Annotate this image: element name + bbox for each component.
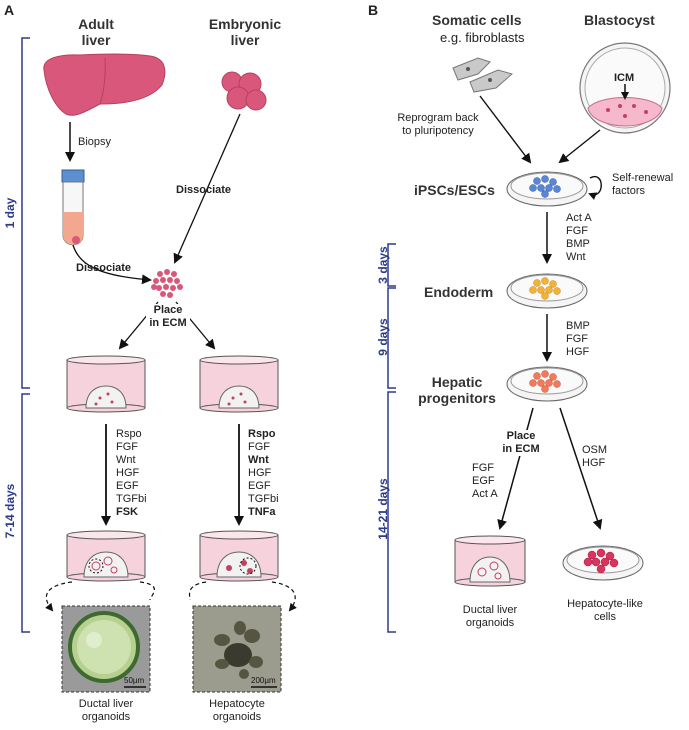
- panel-label-a: A: [4, 2, 15, 18]
- hepatic-to-ductal-arrow: [497, 407, 534, 530]
- ipsc-label: iPSCs/ESCs: [414, 182, 495, 198]
- timeline-label-14-21days: 14-21 days: [376, 478, 390, 540]
- dissociate-adult-label: Dissociate: [76, 262, 132, 274]
- panel-label-b: B: [368, 2, 379, 18]
- hepatocyte-like-dish: [562, 545, 644, 581]
- factor-item: TGFbi: [248, 493, 279, 505]
- factor-item: FGF: [116, 441, 138, 453]
- ductal-organoids-label-a: Ductal liver organoids: [78, 698, 134, 723]
- ipsc-dish: [506, 171, 588, 207]
- reprogram-arrow: [479, 95, 532, 164]
- dissociate-embryo-label: Dissociate: [176, 184, 232, 196]
- timeline-bracket-14-21days: [387, 391, 396, 633]
- endoderm-label: Endoderm: [424, 284, 494, 300]
- dissociate-adult-arrow: [72, 244, 152, 285]
- factor-item: FSK: [116, 506, 138, 518]
- hepatocyte-like-cells-label: Hepatocyte-like cells: [567, 598, 643, 623]
- hepatic-to-hepatocyte-arrow: [559, 407, 603, 530]
- self-renewal-label: Self-renewal factors: [612, 172, 674, 197]
- factors-hepatocyte-b: OSM HGF: [582, 444, 608, 469]
- zoom-left-arrow-b: [139, 581, 155, 601]
- hepatic-progenitors-label: Hepatic progenitors: [418, 374, 496, 406]
- timeline-label-1day: 1 day: [3, 197, 17, 229]
- blastocyst-title: Blastocyst: [584, 12, 655, 28]
- ductal-organoid-micrograph: [61, 605, 151, 693]
- organoid-well-left: [66, 530, 146, 582]
- factor-item: HGF: [116, 467, 140, 479]
- factor-item: Rspo: [116, 428, 142, 440]
- sample-tube-icon: [61, 169, 85, 246]
- factor-item: Rspo: [248, 428, 276, 440]
- embryonic-liver-icon: [221, 71, 267, 111]
- timeline-bracket-7-14days: [21, 393, 30, 633]
- factor-item: HGF: [248, 467, 272, 479]
- adult-liver-title: Adult liver: [78, 16, 114, 48]
- timeline-label-3days: 3 days: [376, 246, 390, 284]
- place-ecm-label-b: Place in ECM: [496, 430, 546, 456]
- fibroblast-cells-icon: [452, 57, 514, 93]
- timeline-bracket-9days: [387, 287, 396, 389]
- embryonic-liver-title: Embryonic liver: [208, 16, 282, 48]
- timeline-bracket-1day: [21, 37, 30, 389]
- zoom-left-arrow: [45, 581, 73, 612]
- icm-label: ICM: [614, 72, 635, 84]
- ductal-organoids-label-b: Ductal liver organoids: [462, 604, 518, 629]
- factors-endoderm-hepatic: BMP FGF HGF: [566, 320, 590, 358]
- blastocyst-arrow: [558, 129, 601, 164]
- dissociate-embryo-arrow: [173, 113, 241, 264]
- hepatic-progenitor-dish: [506, 366, 588, 402]
- timeline-bracket-3days: [387, 243, 396, 287]
- factor-item: FGF: [248, 441, 270, 453]
- place-ecm-label-a: Place in ECM: [146, 304, 190, 330]
- factor-item: Wnt: [116, 454, 136, 466]
- biopsy-label: Biopsy: [78, 136, 112, 148]
- factor-item: Wnt: [248, 454, 269, 466]
- somatic-cells-title: Somatic cells: [432, 12, 522, 28]
- scale-label-left: 50µm: [124, 676, 145, 685]
- factor-item: EGF: [116, 480, 139, 492]
- timeline-label-7-14days: 7-14 days: [3, 483, 17, 539]
- factor-item: TGFbi: [116, 493, 147, 505]
- factors-ductal-b: FGF EGF Act A: [472, 462, 498, 500]
- organoid-well-right: [199, 530, 279, 582]
- factors-ipsc-endoderm: Act A FGF BMP Wnt: [566, 212, 592, 263]
- hepatocyte-organoids-label: Hepatocyte organoids: [209, 698, 265, 723]
- factor-item: EGF: [248, 480, 271, 492]
- endoderm-dish: [506, 273, 588, 309]
- culture-well-left: [66, 355, 146, 413]
- timeline-label-9days: 9 days: [376, 318, 390, 356]
- self-renewal-loop-arrow: [588, 175, 602, 200]
- dissociated-cells-icon: [151, 269, 183, 298]
- somatic-cells-subtitle: e.g. fibroblasts: [440, 30, 525, 45]
- ductal-organoid-well-b: [454, 535, 526, 587]
- reprogram-label: Reprogram back to pluripotency: [397, 112, 479, 137]
- scale-label-right: 200µm: [251, 676, 276, 685]
- factor-item: TNFa: [248, 506, 276, 518]
- zoom-right-arrow-b: [188, 581, 207, 601]
- culture-well-right: [199, 355, 279, 413]
- hepatocyte-organoid-micrograph: [192, 605, 282, 693]
